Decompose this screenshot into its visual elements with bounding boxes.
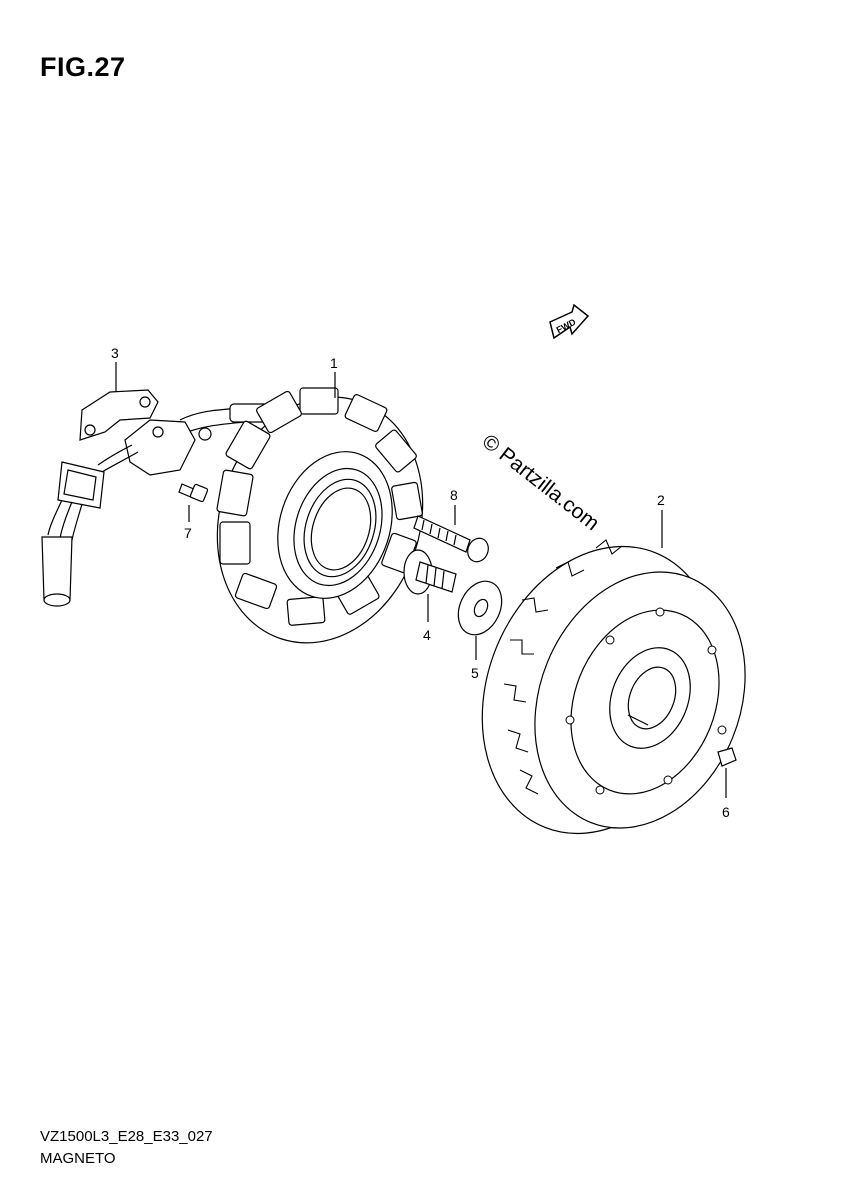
stator-coil [216, 372, 424, 644]
diagram-code: VZ1500L3_E28_E33_027 [40, 1128, 213, 1145]
figure-title: FIG.27 [40, 52, 126, 82]
callout-7: 7 [184, 525, 192, 541]
long-bolt [413, 505, 489, 563]
callout-5: 5 [471, 665, 479, 681]
callout-2: 2 [657, 492, 665, 508]
callout-8: 8 [450, 487, 458, 503]
diagram-name: MAGNETO [40, 1150, 116, 1167]
callout-1: 1 [330, 355, 338, 371]
callout-6: 6 [722, 804, 730, 820]
woodruff-key [717, 747, 737, 798]
magneto-rotor [481, 510, 746, 835]
flange-stud [403, 549, 457, 622]
small-bolt [178, 483, 209, 522]
forward-arrow-icon: FWD [549, 303, 590, 340]
callout-4: 4 [423, 627, 431, 643]
washer [457, 580, 503, 660]
callout-3: 3 [111, 345, 119, 361]
